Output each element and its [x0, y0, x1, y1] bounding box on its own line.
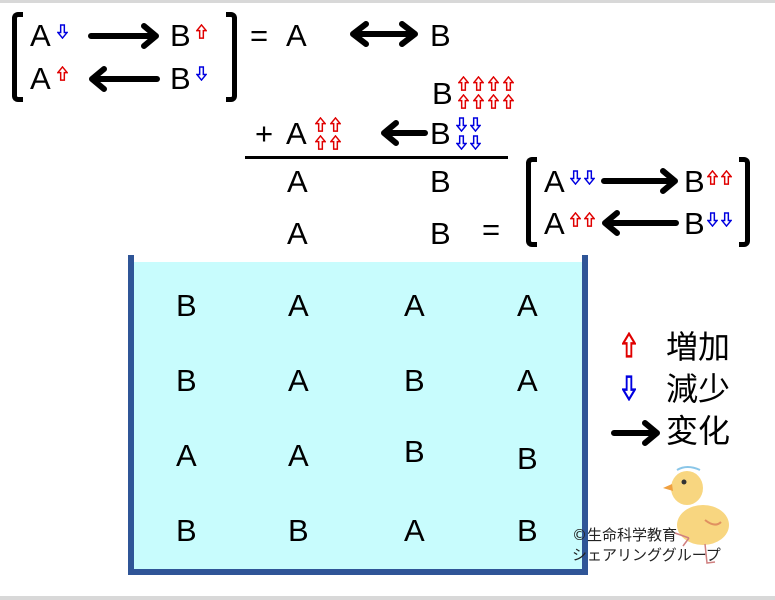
tank-molecule-a: A [288, 363, 309, 398]
legend-change-label: 変化 [666, 412, 731, 450]
tank-molecule-a: A [288, 288, 309, 323]
decrease-arrow-icon [456, 117, 467, 132]
increase-arrow-icon [488, 76, 499, 91]
tank-molecule-b: B [404, 363, 425, 398]
increase-arrow-icon [458, 76, 469, 91]
increase-arrow-icon [196, 24, 207, 39]
increase-arrow-icon [622, 332, 636, 358]
label-b: B [170, 61, 191, 96]
label-b: B [170, 18, 191, 53]
label-a: A [544, 164, 565, 199]
increase-arrow-icon [315, 135, 326, 150]
copyright-line1: ©生命科学教育 [572, 526, 678, 544]
increase-arrow-icon [503, 76, 514, 91]
right-bracket [226, 12, 237, 102]
tank-molecule-a: A [404, 513, 425, 548]
equals-sign: = [250, 18, 269, 53]
right-bracket [739, 157, 750, 247]
double-arrow-icon [348, 21, 420, 47]
chick-illustration [663, 466, 729, 564]
tank-bottom [128, 569, 588, 575]
right-arrow-icon [601, 168, 679, 194]
label-b: B [684, 206, 705, 241]
increase-arrow-icon [584, 212, 595, 227]
left-bracket [12, 12, 23, 102]
increase-arrow-icon [707, 170, 718, 185]
equals-sign: = [482, 212, 501, 247]
tank-molecule-b: B [176, 288, 197, 323]
decrease-arrow-icon [57, 24, 68, 39]
tank-molecule-b: B [176, 513, 197, 548]
tank-molecule-a: A [288, 438, 309, 473]
increase-arrow-icon [473, 94, 484, 109]
tank-molecule-b: B [517, 441, 538, 476]
label-a: A [286, 18, 307, 53]
tank-molecule-a: A [517, 363, 538, 398]
label-b: B [684, 164, 705, 199]
tank-molecule-b: B [288, 513, 309, 548]
label-a: A [544, 206, 565, 241]
plus-sign: + [255, 116, 274, 151]
increase-arrow-icon [330, 117, 341, 132]
label-a: A [286, 116, 307, 151]
label-a: A [287, 216, 308, 251]
decrease-arrow-icon [196, 66, 207, 81]
tank-molecule-b: B [517, 513, 538, 548]
label-a: A [287, 164, 308, 199]
decrease-arrow-icon [707, 212, 718, 227]
increase-arrow-icon [570, 212, 581, 227]
tank-wall-left [128, 255, 134, 575]
legend-increase-label: 増加 [666, 328, 731, 366]
left-arrow-icon [88, 66, 160, 92]
increase-arrow-icon [503, 94, 514, 109]
label-b: B [430, 164, 451, 199]
increase-arrow-icon [473, 76, 484, 91]
label-a: A [30, 61, 51, 96]
tank-molecule-a: A [176, 438, 197, 473]
left-arrow-icon [380, 120, 428, 146]
change-arrow-icon [611, 420, 661, 446]
increase-arrow-icon [488, 94, 499, 109]
decrease-arrow-icon [584, 170, 595, 185]
tank-wall-right [582, 255, 588, 575]
increase-arrow-icon [458, 94, 469, 109]
increase-arrow-icon [315, 117, 326, 132]
bottom-border [0, 596, 775, 600]
left-bracket [526, 157, 537, 247]
decrease-arrow-icon [570, 170, 581, 185]
label-a: A [30, 18, 51, 53]
increase-arrow-icon [330, 135, 341, 150]
increase-arrow-icon [721, 170, 732, 185]
tank-molecule-b: B [176, 363, 197, 398]
label-b: B [432, 76, 453, 111]
tank-molecule-a: A [517, 288, 538, 323]
right-arrow-icon [88, 23, 160, 49]
label-b: B [430, 216, 451, 251]
decrease-arrow-icon [622, 375, 636, 401]
tank-water [134, 262, 583, 570]
sum-line [245, 156, 508, 159]
left-arrow-icon [601, 210, 679, 236]
label-b: B [430, 116, 451, 151]
decrease-arrow-icon [456, 135, 467, 150]
label-b: B [430, 18, 451, 53]
tank-molecule-a: A [404, 288, 425, 323]
copyright-line2: シェアリンググループ [572, 546, 721, 564]
decrease-arrow-icon [721, 212, 732, 227]
decrease-arrow-icon [470, 135, 481, 150]
decrease-arrow-icon [470, 117, 481, 132]
legend-decrease-label: 減少 [666, 370, 731, 408]
increase-arrow-icon [57, 66, 68, 81]
tank-molecule-b: B [404, 434, 425, 469]
top-border [0, 0, 775, 3]
